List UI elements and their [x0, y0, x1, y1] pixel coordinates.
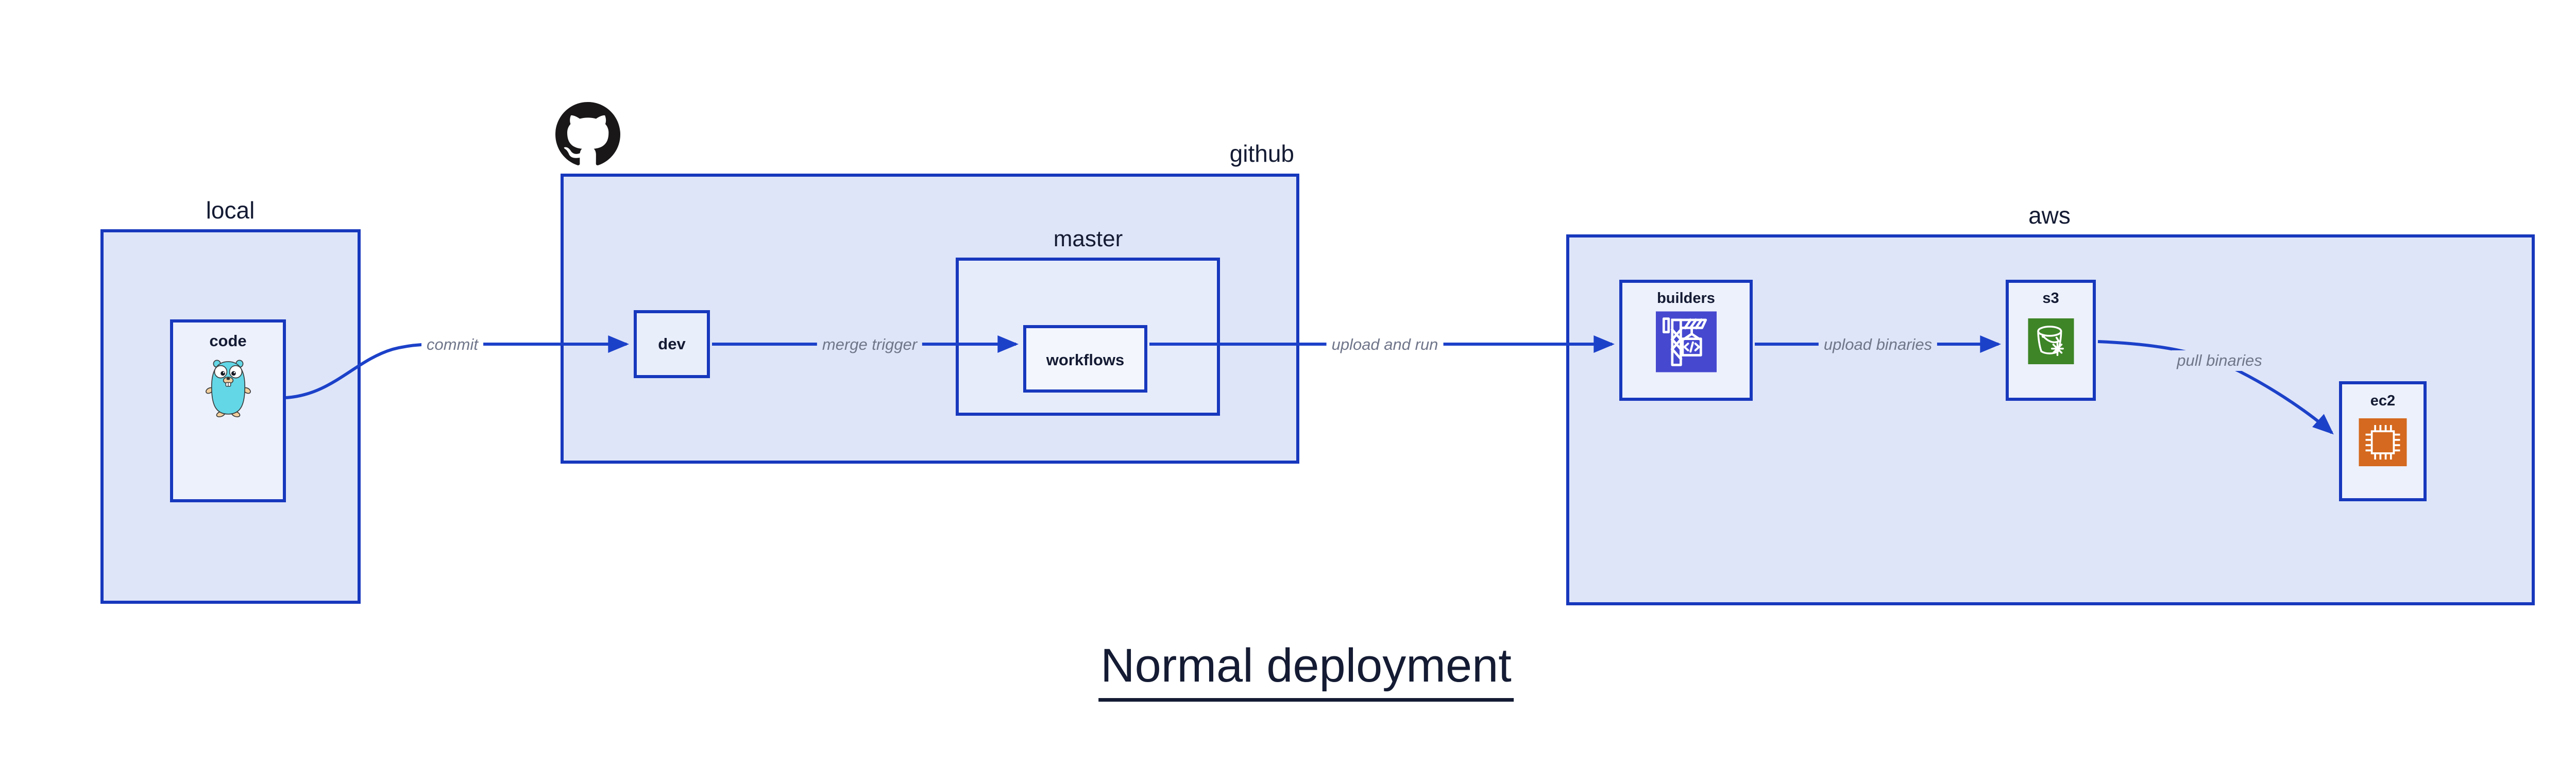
node-dev: dev — [634, 310, 710, 378]
github-octocat-icon — [555, 102, 620, 167]
edge-label-merge-trigger: merge trigger — [817, 334, 923, 355]
edge-label-pull-binaries: pull binaries — [2172, 350, 2267, 371]
group-master-label: master — [1053, 226, 1123, 251]
edge-label-upload-binaries: upload binaries — [1818, 334, 1938, 355]
edge-label-commit: commit — [421, 334, 483, 355]
node-code-label: code — [209, 332, 247, 350]
node-ec2-label: ec2 — [2370, 393, 2396, 409]
go-gopher-icon — [201, 356, 255, 422]
group-local-label: local — [206, 197, 255, 224]
node-dev-label: dev — [658, 335, 686, 353]
diagram-title: Normal deployment — [1098, 639, 1514, 702]
node-workflows: workflows — [1023, 325, 1147, 393]
group-github-label: github — [1229, 140, 1294, 167]
node-s3: s3 — [2006, 280, 2096, 401]
node-s3-label: s3 — [2042, 290, 2059, 307]
node-builders: builders — [1619, 280, 1753, 401]
aws-ec2-chip-icon — [2359, 418, 2407, 466]
group-aws-label: aws — [2028, 202, 2071, 229]
node-workflows-label: workflows — [1046, 350, 1125, 369]
node-ec2: ec2 — [2339, 381, 2427, 501]
aws-codebuild-crane-icon — [1655, 311, 1717, 372]
aws-s3-bucket-icon — [2028, 318, 2074, 364]
node-builders-label: builders — [1657, 290, 1715, 307]
edge-label-upload-and-run: upload and run — [1326, 334, 1444, 355]
node-code: code — [170, 319, 286, 502]
